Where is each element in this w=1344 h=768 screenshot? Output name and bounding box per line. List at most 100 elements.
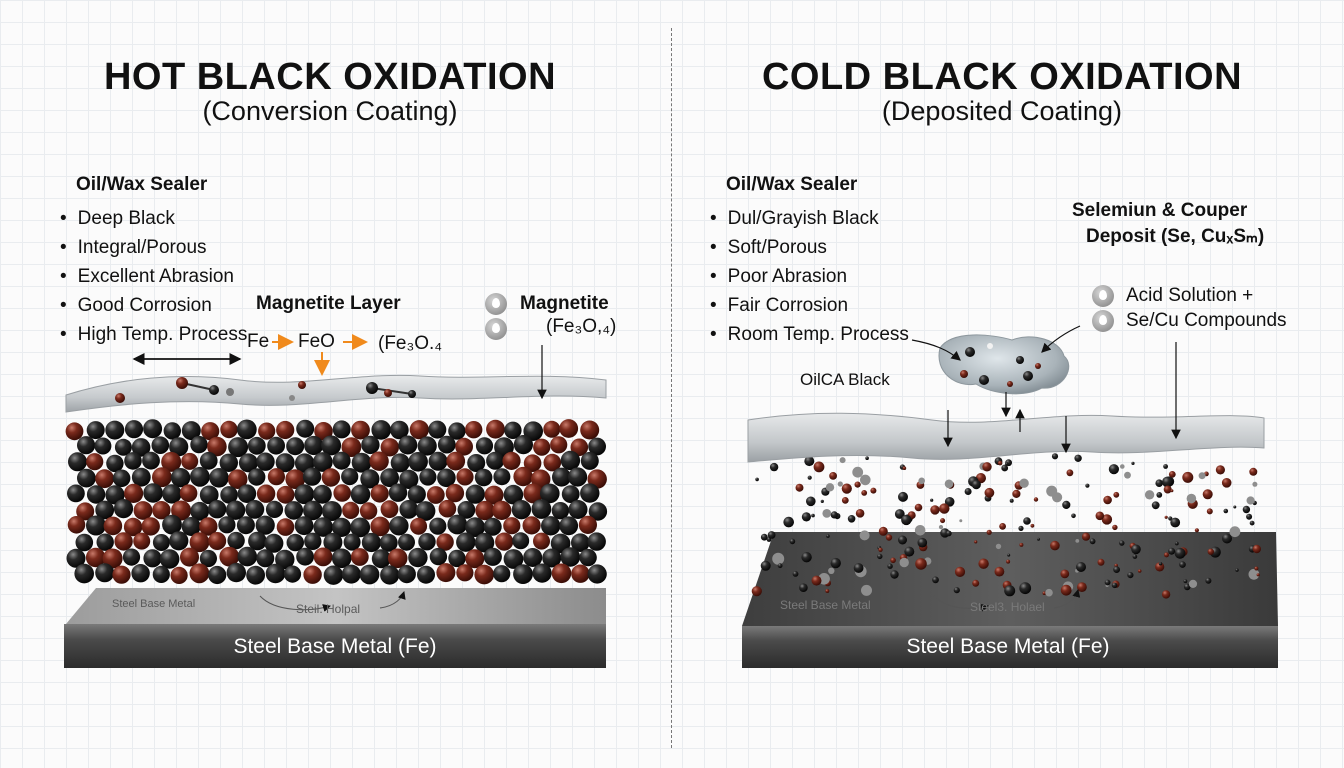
magnetite-sphere [237,546,258,567]
magnetite-sphere [587,532,606,551]
magnetite-sphere [162,514,182,535]
magnetite-sphere [323,565,344,585]
magnetite-sphere [445,483,465,503]
magnetite-sphere [67,484,85,503]
magnetite-sphere [540,483,560,504]
deposit-particle [1124,471,1131,479]
magnetite-sphere [199,485,219,505]
magnetite-sphere [256,484,276,503]
deposit-particle [944,497,955,507]
deposit-particle [1179,561,1186,568]
magnetite-sphere [190,466,210,487]
magnetite-sphere [492,500,512,520]
magnetite-sphere [580,420,600,440]
magnetite-sphere [408,452,428,472]
deposit-particle [853,563,864,573]
deposit-particle [1249,520,1255,526]
deposit-particle [1252,481,1258,487]
magnetite-sphere [370,516,391,537]
deposit-particle [1060,584,1072,596]
deposit-particle [898,535,907,545]
magnetite-sphere [456,532,476,552]
magnetite-sphere [369,451,389,471]
deposit-particle [971,480,981,490]
magnetite-sphere [331,548,352,569]
magnetite-sphere [351,420,370,440]
magnetite-sphere [588,502,608,521]
deposit-particle [1113,491,1120,498]
magnetite-sphere [226,562,246,583]
hot-faint-arrow-right [379,591,406,609]
deposit-particle [914,503,923,512]
magnetite-sphere [475,437,494,455]
deposit-particle [1019,582,1032,595]
magnetite-sphere [429,517,447,535]
deposit-particle [1131,461,1135,465]
deposit-particle [1060,569,1070,579]
deposit-particle [1170,517,1181,528]
magnetite-sphere [410,517,428,535]
deposit-particle [1046,485,1058,497]
deposit-particle [859,530,870,541]
magnetite-sphere [370,484,389,503]
magnetite-sphere [321,435,342,456]
magnetite-sphere [533,438,551,456]
cold-oil-wax-sealer-layer [747,412,1265,463]
magnetite-sphere [380,468,399,488]
hot-properties-list: Deep Black Integral/Porous Excellent Abr… [60,204,248,349]
magnetite-sphere [276,420,295,440]
magnetite-sphere [436,563,456,583]
magnetite-sphere [159,549,180,569]
cold-title: COLD BLACK OXIDATION [761,56,1243,98]
hot-subtitle: (Conversion Coating) [202,96,458,126]
magnetite-sphere [220,420,238,439]
magnetite-sphere [181,517,201,536]
magnetite-sphere [495,532,514,551]
hot-base-metal-label: Steel Base Metal (Fe) [233,635,436,658]
magnetite-sphere [238,453,258,473]
magnetite-sphere [541,516,561,536]
magnetite-sphere [493,468,511,486]
magnetite-sphere [75,533,94,552]
magnetite-sphere [359,564,380,585]
magnetite-sphere [312,452,333,472]
magnetite-sphere [361,532,381,553]
deposit-particle [915,558,927,570]
cold-sealer-heading: Oil/Wax Sealer [726,174,858,195]
hot-faint-arrow-left [259,595,331,612]
deposit-particle [1006,559,1011,564]
deposit-particle [1005,462,1009,466]
deposit-particle [1252,544,1261,554]
deposit-particle [1222,533,1232,544]
magnetite-sphere [85,547,106,568]
deposit-particle [1071,513,1076,519]
magnetite-sphere [201,422,220,441]
deposit-particle [1103,495,1112,505]
magnetite-sphere [467,454,486,472]
magnetite-sphere [419,468,437,486]
magnetite-sphere [170,566,188,585]
hot-oxidation-panel: Steel Base Metal Steil. Holpal Steel Bas… [0,0,672,768]
magnetite-sphere [86,515,106,536]
magnetite-sphere [106,454,124,473]
deposit-particle [772,552,785,565]
magnetite-sphere [417,565,435,584]
magnetite-sphere [483,517,502,536]
deposit-particle [839,457,846,464]
magnetite-sphere [74,563,94,584]
deposit-particle [1221,478,1232,488]
deposit-particle [1019,542,1024,547]
deposit-particle [777,563,783,569]
deposit-particle [1004,585,1016,597]
magnetite-sphere [474,468,493,487]
magnetite-sphere [218,516,236,534]
magnetite-sphere [284,501,304,520]
magnetite-sphere [475,500,495,521]
droplet-icon [485,293,507,315]
deposit-particle [1198,472,1206,480]
magnetite-sphere [447,514,468,535]
deposit-particle [899,557,909,568]
magnetite-sphere [426,486,445,504]
magnetite-sphere [571,533,590,552]
deposit-particle [1170,489,1174,493]
